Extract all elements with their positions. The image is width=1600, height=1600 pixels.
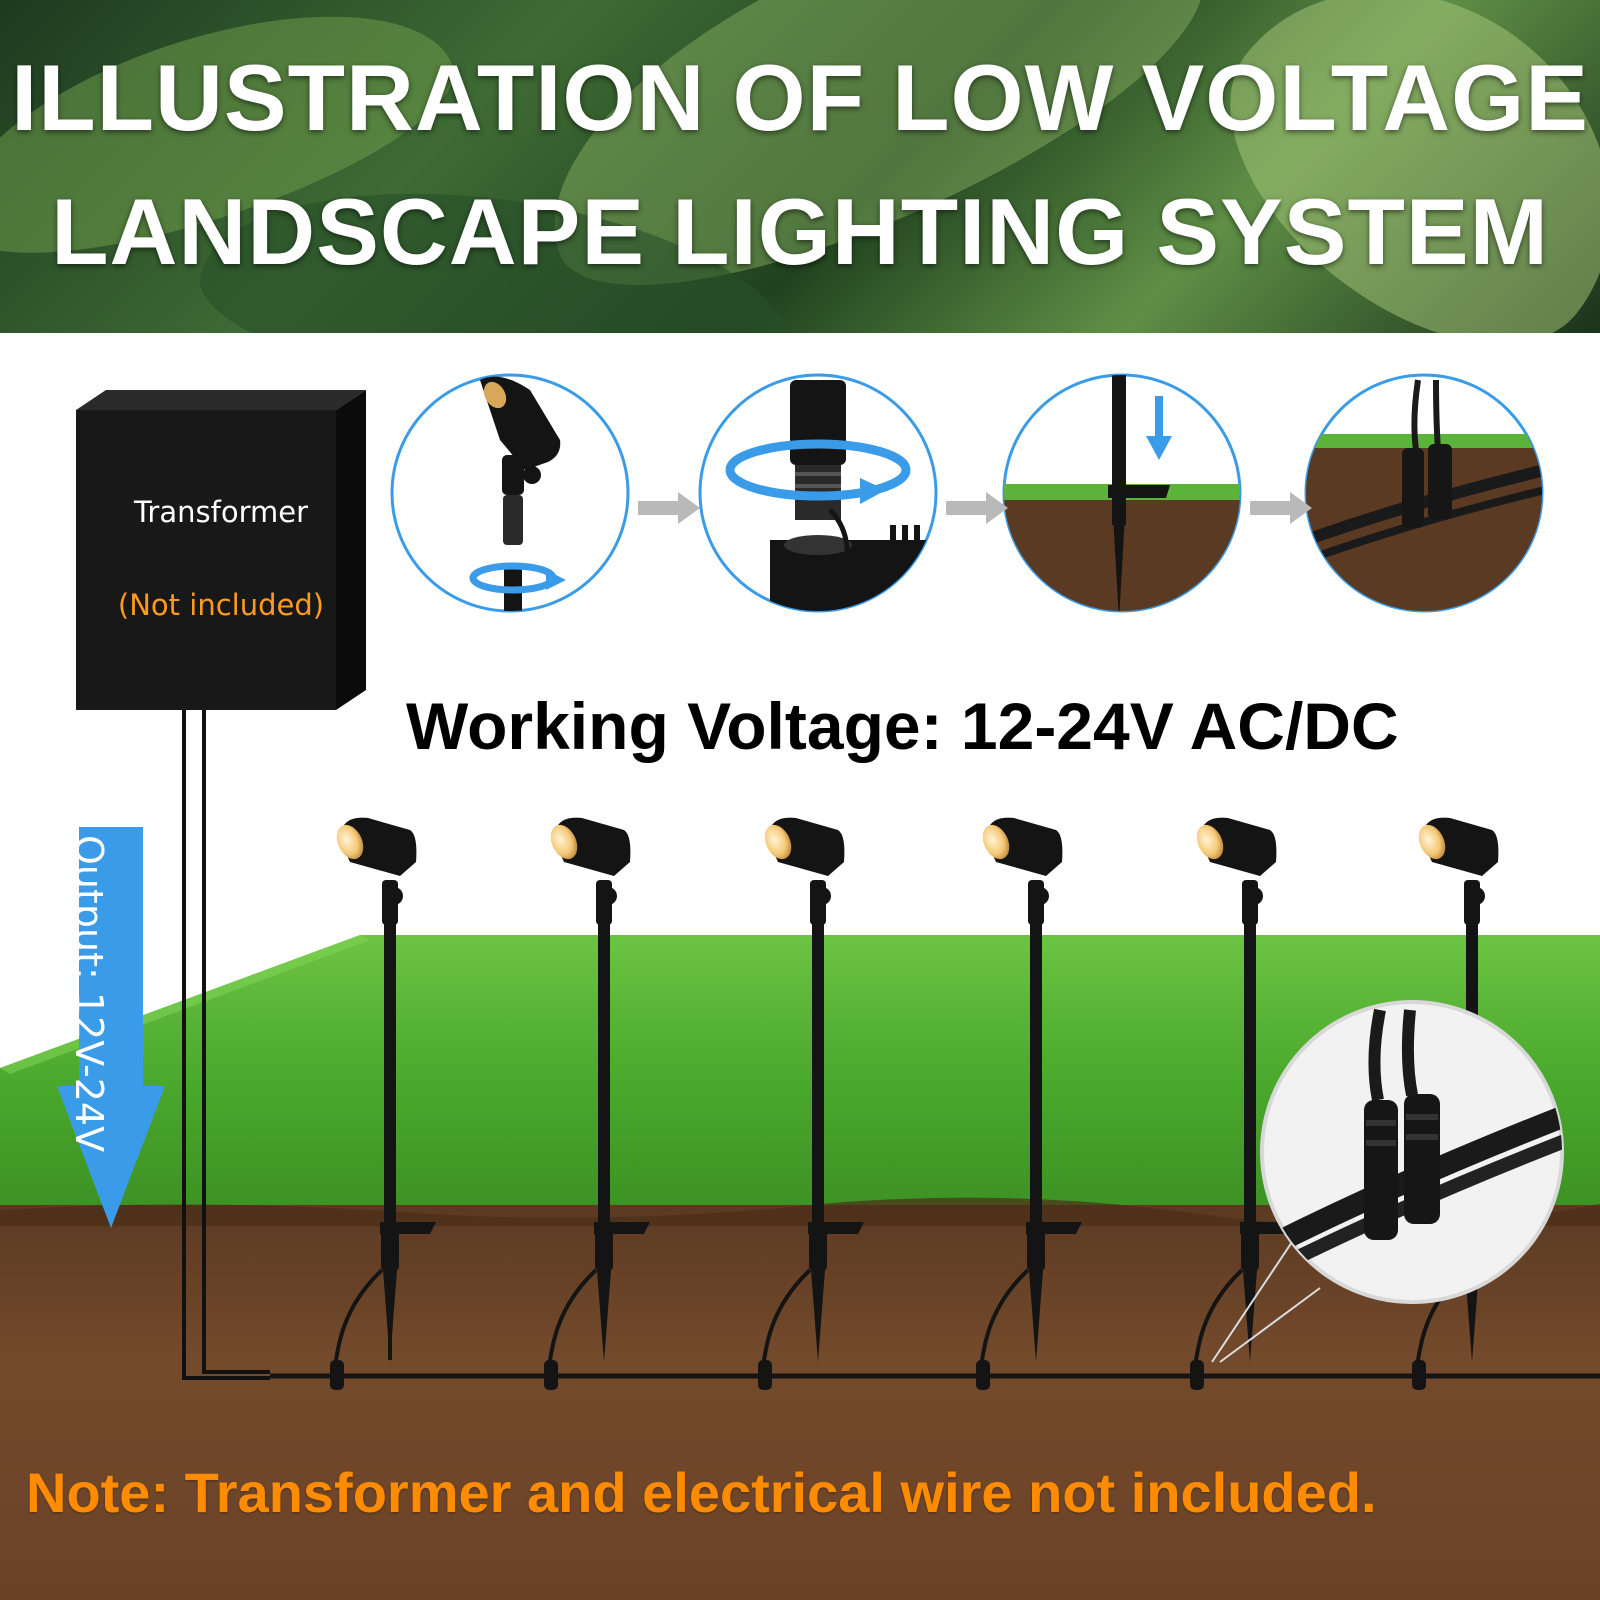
output-arrow-icon — [57, 827, 165, 1228]
light-fixture — [1190, 817, 1296, 1390]
output-voltage-label: Output: 12V-24V — [67, 835, 111, 1153]
light-fixture — [758, 817, 864, 1390]
light-fixture — [544, 817, 650, 1390]
step-thread-icon — [698, 373, 938, 613]
bottom-note: Note: Transformer and electrical wire no… — [26, 1461, 1377, 1524]
step-arrows — [638, 492, 1312, 524]
connector-zoom-icon — [1260, 1000, 1564, 1304]
transformer-label: Transformer — [133, 495, 308, 529]
transformer-wires — [182, 708, 270, 1380]
step-wire-connect-icon — [1304, 373, 1544, 613]
light-fixture — [976, 817, 1082, 1390]
transformer-not-included-label: (Not included) — [117, 588, 325, 622]
zoom-pointer-lines — [1211, 1235, 1321, 1363]
step-connect-icon — [390, 373, 630, 613]
working-voltage-label: Working Voltage: 12-24V AC/DC — [406, 689, 1399, 763]
page-title-line-2: LANDSCAPE LIGHTING SYSTEM — [51, 179, 1549, 284]
page-title-line-1: ILLUSTRATION OF LOW VOLTAGE — [11, 45, 1589, 150]
header-banner: ILLUSTRATION OF LOW VOLTAGE LANDSCAPE LI… — [0, 0, 1600, 333]
step-insert-icon — [1002, 373, 1242, 613]
transformer-box — [76, 390, 366, 710]
light-fixture — [330, 817, 436, 1390]
